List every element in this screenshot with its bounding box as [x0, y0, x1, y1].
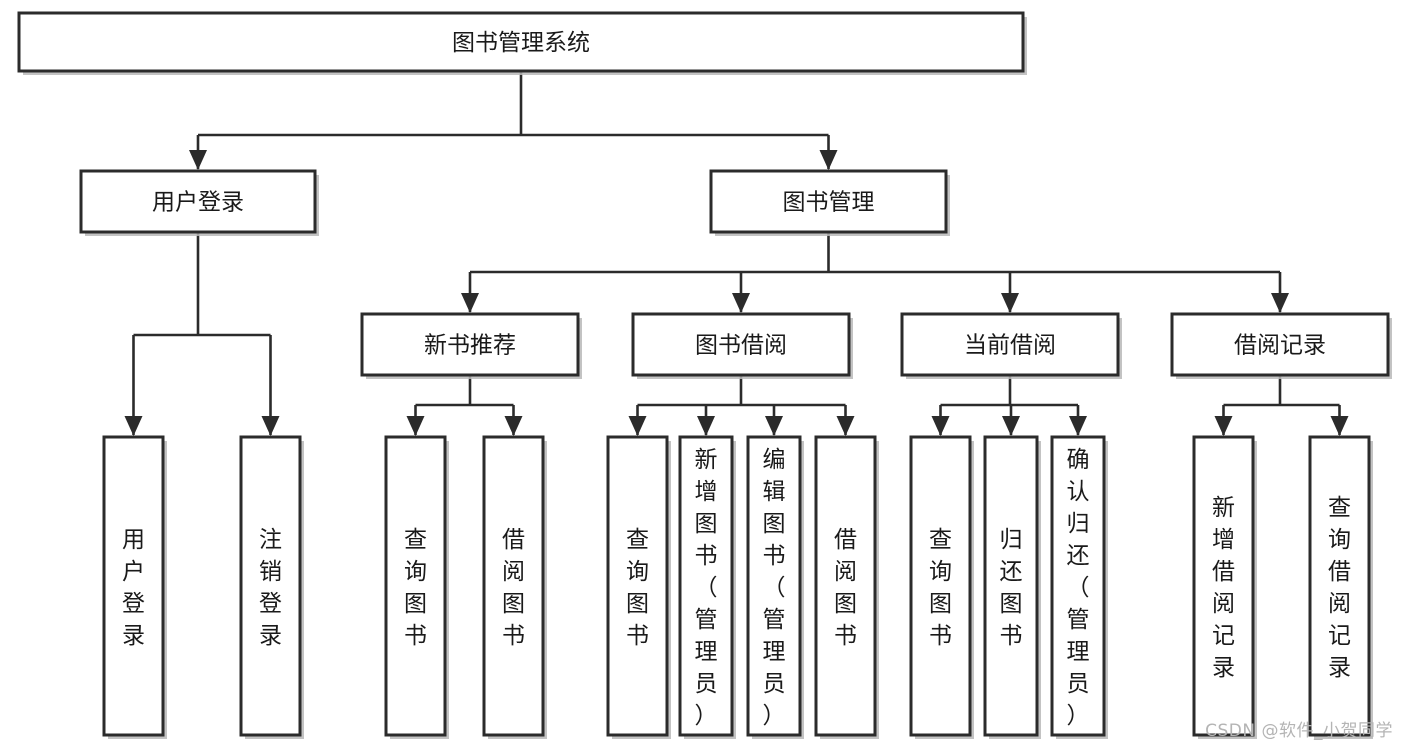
node-leaf-add-record[interactable]: 新增借阅记录 — [1192, 435, 1257, 739]
arrow-down-icon — [732, 293, 750, 313]
node-label: 新增借阅记录 — [1212, 495, 1235, 681]
watermark-text: CSDN @软件_小贺同学 — [1205, 721, 1393, 741]
node-label: 编辑图书（管理员） — [763, 447, 786, 729]
node-label: 确认归还（管理员） — [1067, 447, 1090, 729]
node-label: 归还图书 — [1000, 527, 1023, 649]
arrow-down-icon — [261, 416, 280, 436]
node-leaf-query-book-2[interactable]: 查询图书 — [606, 435, 671, 739]
arrow-down-icon — [697, 416, 715, 436]
node-label: 新书推荐 — [424, 333, 516, 359]
node-label: 注销登录 — [259, 527, 282, 649]
node-label: 借阅图书 — [834, 527, 857, 649]
node-label: 查询图书 — [626, 527, 649, 649]
arrow-down-icon — [124, 416, 143, 436]
node-book-manage[interactable]: 图书管理 — [709, 169, 950, 236]
arrow-down-icon — [836, 416, 855, 436]
node-label: 借阅记录 — [1234, 333, 1326, 359]
node-leaf-edit-book[interactable]: 编辑图书（管理员） — [746, 435, 804, 739]
node-user-login[interactable]: 用户登录 — [79, 169, 319, 236]
node-new-book-recommend[interactable]: 新书推荐 — [360, 312, 582, 379]
arrow-down-icon — [1214, 416, 1233, 436]
node-label: 借阅图书 — [502, 527, 525, 649]
node-borrow-record[interactable]: 借阅记录 — [1170, 312, 1392, 379]
node-label: 图书管理系统 — [452, 30, 590, 56]
node-leaf-user-login[interactable]: 用户登录 — [102, 435, 167, 739]
arrow-down-icon — [1330, 416, 1349, 436]
edge-group-book-borrow — [628, 375, 855, 436]
node-leaf-query-record[interactable]: 查询借阅记录 — [1308, 435, 1373, 739]
node-leaf-query-book-1[interactable]: 查询图书 — [384, 435, 449, 739]
arrow-down-icon — [504, 416, 523, 436]
edge-group-current-borrow — [931, 375, 1087, 436]
arrow-down-icon — [1069, 416, 1087, 436]
node-leaf-add-book[interactable]: 新增图书（管理员） — [678, 435, 736, 739]
node-label: 查询图书 — [929, 527, 952, 649]
node-label: 用户登录 — [122, 527, 145, 649]
edge-group-root — [189, 71, 838, 170]
node-label: 图书管理 — [783, 190, 875, 216]
node-leaf-logout-login[interactable]: 注销登录 — [239, 435, 304, 739]
arrow-down-icon — [765, 416, 783, 436]
node-label: 新增图书（管理员） — [695, 447, 718, 729]
node-label: 用户登录 — [152, 190, 244, 216]
node-book-borrow[interactable]: 图书借阅 — [631, 312, 853, 379]
arrow-down-icon — [931, 416, 950, 436]
arrow-down-icon — [628, 416, 647, 436]
edge-group-user-login — [124, 232, 280, 436]
arrow-down-icon — [1271, 293, 1289, 313]
node-label: 查询图书 — [404, 527, 427, 649]
arrow-down-icon — [1001, 293, 1019, 313]
edge-group-new-book-recommend — [406, 375, 523, 436]
nodes-layer: 图书管理系统用户登录图书管理新书推荐图书借阅当前借阅借阅记录用户登录注销登录查询… — [17, 11, 1392, 739]
arrow-down-icon — [406, 416, 425, 436]
node-leaf-borrow-book-2[interactable]: 借阅图书 — [814, 435, 879, 739]
edge-group-book-manage — [461, 232, 1289, 313]
node-current-borrow[interactable]: 当前借阅 — [900, 312, 1122, 379]
arrow-down-icon — [461, 293, 479, 313]
node-leaf-return-book[interactable]: 归还图书 — [983, 435, 1041, 739]
arrow-down-icon — [189, 150, 207, 170]
edge-group-borrow-record — [1214, 375, 1349, 436]
node-label: 图书借阅 — [695, 333, 787, 359]
connectors-layer — [124, 71, 1349, 436]
node-label: 查询借阅记录 — [1328, 495, 1351, 681]
node-leaf-borrow-book-1[interactable]: 借阅图书 — [482, 435, 547, 739]
node-root[interactable]: 图书管理系统 — [17, 11, 1027, 75]
node-label: 当前借阅 — [964, 333, 1056, 359]
arrow-down-icon — [1002, 416, 1020, 436]
node-leaf-confirm-return[interactable]: 确认归还（管理员） — [1050, 435, 1108, 739]
arrow-down-icon — [819, 150, 838, 170]
node-leaf-query-book-3[interactable]: 查询图书 — [909, 435, 974, 739]
